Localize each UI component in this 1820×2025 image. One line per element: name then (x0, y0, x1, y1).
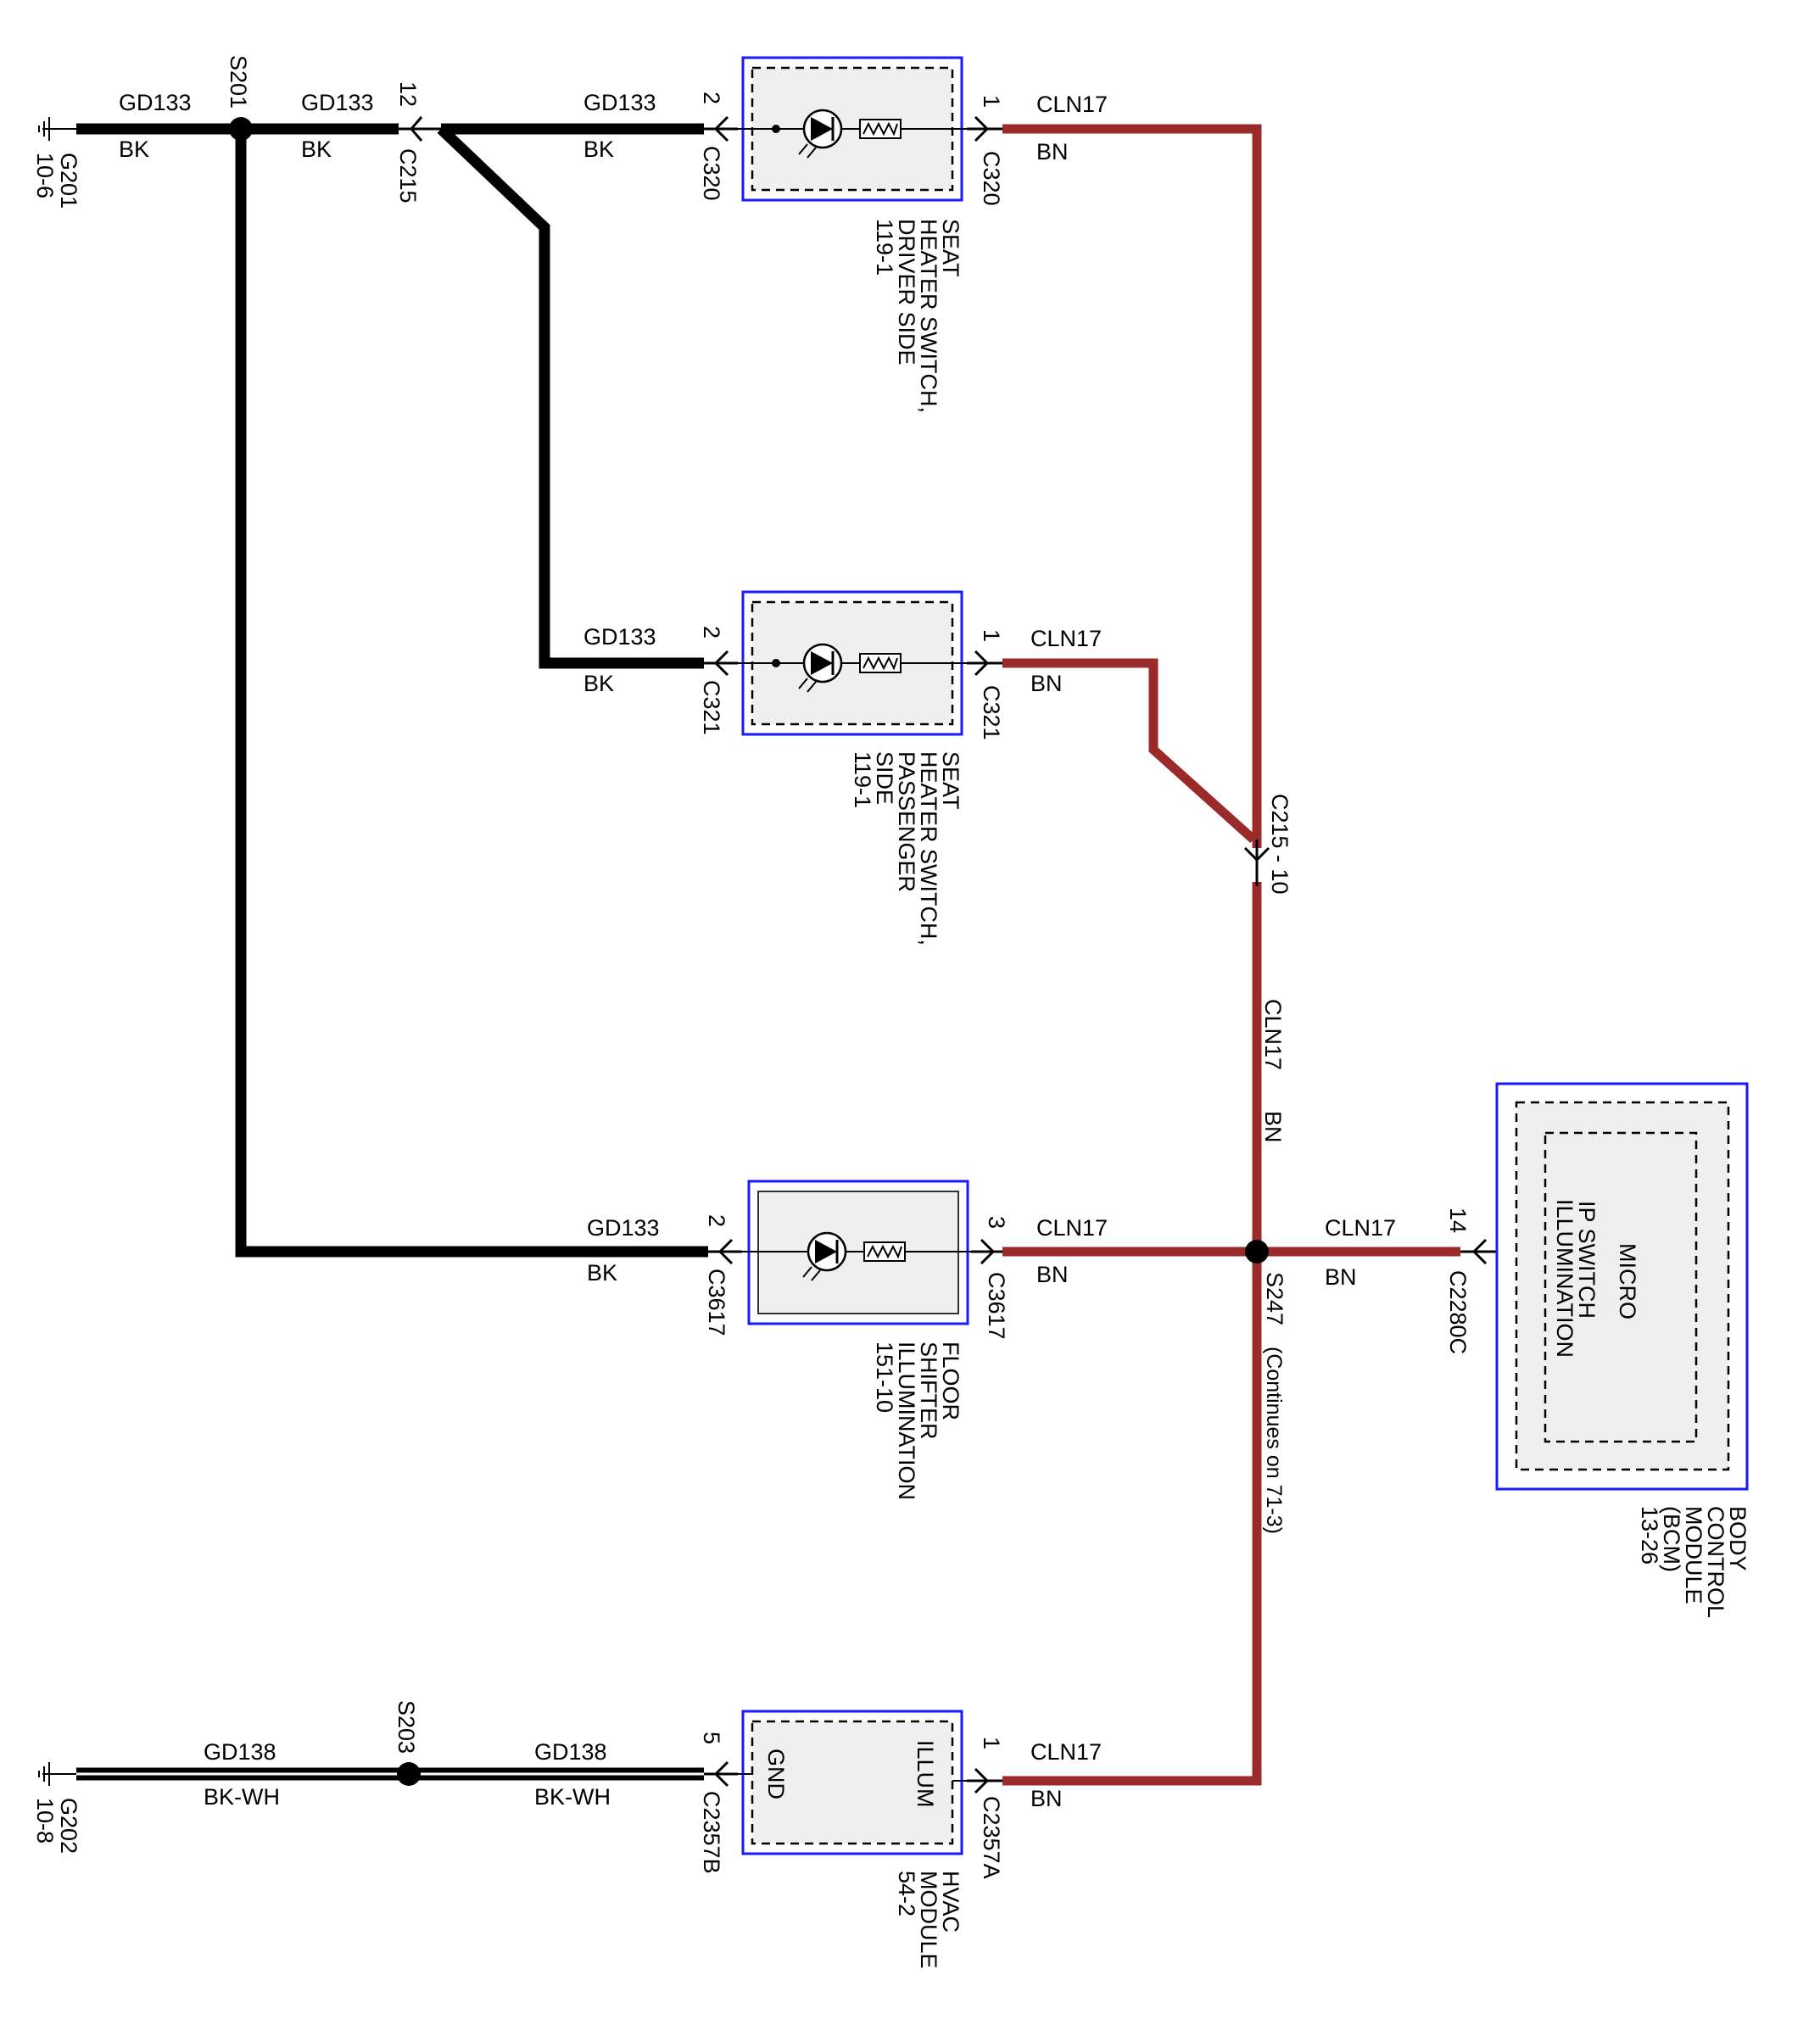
splice-label-s203: S203 (394, 1700, 419, 1754)
wire-label-bk-wh: BK-WH (534, 1784, 611, 1810)
connector-c3617-symbols (708, 1238, 1002, 1265)
ground-page-g201: 10-6 (32, 153, 58, 198)
connector-pin-c3617-2: 2 (704, 1214, 729, 1227)
splice-s247-dot (1245, 1240, 1269, 1264)
hvac-pin-gnd: GND (763, 1749, 789, 1799)
connector-c321-symbols (704, 650, 1002, 677)
connector-label-c320-b: C320 (979, 151, 1004, 206)
wire-label-bk: BK (301, 137, 332, 162)
driver-label-ref: 119-1 (872, 219, 897, 276)
body-control-module (1495, 1082, 1749, 1491)
wire-label-bk: BK (587, 1260, 617, 1286)
connector-label-c215-10: C215 - 10 (1267, 794, 1292, 895)
connector-label-c2357b: C2357B (699, 1791, 724, 1874)
bcm-inner-line2: IP SWITCH (1574, 1201, 1599, 1319)
hvac-label-line2: MODULE (916, 1871, 941, 1969)
hvac-label-ref: 54-2 (894, 1871, 919, 1916)
connector-c215-10-symbol (1243, 840, 1270, 886)
floor-label-line1: FLOOR (938, 1342, 963, 1420)
wire-label-cln17-vertical: CLN17 (1260, 999, 1286, 1070)
bcm-label-ref: 13-26 (1637, 1506, 1662, 1565)
wire-label-bk-wh: BK-WH (204, 1784, 280, 1810)
wire-label-cln17: CLN17 (1036, 92, 1108, 117)
connector-label-c215: C215 (395, 148, 421, 204)
bcm-label-line4: (BCM) (1659, 1506, 1684, 1572)
wire-label-cln17: CLN17 (1030, 1739, 1102, 1765)
wire-label-bn: BN (1036, 1262, 1069, 1287)
driver-label-line2: HEATER SWITCH, (916, 219, 941, 413)
wire-label-bn: BN (1036, 139, 1069, 165)
wire-label-bn: BN (1325, 1264, 1357, 1290)
connector-c320-symbols (704, 115, 1002, 142)
wire-label-gd133: GD133 (119, 90, 192, 115)
passenger-label-line4: SIDE (872, 751, 897, 805)
connector-c2357-symbols (704, 1760, 1002, 1794)
splice-s203-dot (397, 1762, 421, 1786)
driver-seat-heater-switch (738, 56, 967, 202)
connector-pin-c321-1: 1 (979, 629, 1004, 642)
wire-label-bk: BK (583, 671, 614, 696)
passenger-label-ref: 119-1 (850, 751, 875, 808)
connector-label-c2280c: C2280C (1445, 1270, 1471, 1354)
wire-label-cln17: CLN17 (1030, 626, 1102, 651)
wire-label-gd138: GD138 (204, 1739, 276, 1765)
connector-pin-c2357a: 1 (979, 1737, 1004, 1749)
wire-label-gd133: GD133 (587, 1215, 660, 1241)
driver-label-line1: SEAT (938, 219, 963, 277)
wire-label-bn-vertical: BN (1260, 1111, 1286, 1143)
bcm-inner-line1: MICRO (1615, 1243, 1640, 1319)
connector-label-c3617-a: C3617 (704, 1269, 729, 1336)
connector-label-c320-a: C320 (699, 146, 724, 201)
splice-s201-dot (229, 117, 253, 141)
ground-page-g202: 10-8 (32, 1798, 58, 1844)
bcm-label-line2: CONTROL (1703, 1506, 1728, 1618)
connector-pin-c321-2: 2 (699, 626, 724, 639)
hvac-label-line1: HVAC (938, 1871, 963, 1933)
passenger-seat-heater-switch (738, 590, 967, 736)
connector-pin-c2280c: 14 (1445, 1208, 1471, 1233)
ground-symbol-g201 (38, 117, 76, 141)
connector-label-c321-b: C321 (979, 685, 1004, 740)
illumination-wires (1002, 124, 1460, 1786)
connector-pin-c320-1: 1 (979, 95, 1004, 108)
splice-label-s201: S201 (226, 55, 251, 109)
connector-pin-c2357b: 5 (699, 1732, 724, 1744)
connector-c215-symbol (399, 116, 441, 142)
passenger-label-line1: SEAT (938, 751, 963, 810)
wire-label-bn: BN (1030, 671, 1063, 696)
wire-label-cln17: CLN17 (1325, 1215, 1396, 1241)
floor-label-line2: SHIFTER (916, 1342, 941, 1440)
ground-label-g201: G201 (56, 153, 81, 209)
splice-note-s247: (Continues on 71-3) (1262, 1347, 1286, 1534)
ground-label-g202: G202 (56, 1798, 81, 1854)
hvac-pin-illum: ILLUM (913, 1740, 938, 1808)
hvac-module (738, 1710, 967, 1855)
bcm-label-line1: BODY (1725, 1506, 1750, 1571)
floor-label-ref: 151-10 (872, 1342, 897, 1413)
connector-label-c3617-b: C3617 (984, 1272, 1009, 1340)
ground-symbol-g202 (38, 1762, 76, 1786)
floor-shifter-illumination (742, 1180, 971, 1325)
wire-label-bn: BN (1030, 1786, 1063, 1811)
connector-pin-c320-2: 2 (699, 92, 724, 104)
floor-label-line3: ILLUMINATION (894, 1342, 919, 1500)
wire-label-gd138: GD138 (534, 1739, 607, 1765)
connector-pin-c215: 12 (395, 81, 421, 107)
wire-label-gd133: GD133 (583, 624, 656, 650)
bcm-label-line3: MODULE (1681, 1506, 1706, 1604)
bcm-inner-line3: ILLUMINATION (1552, 1199, 1577, 1358)
connector-pin-c3617-3: 3 (984, 1216, 1009, 1229)
driver-label-line3: DRIVER SIDE (894, 219, 919, 365)
wire-label-gd133: GD133 (583, 90, 656, 115)
passenger-label-line3: PASSENGER (894, 751, 919, 892)
passenger-label-line2: HEATER SWITCH, (916, 751, 941, 946)
wire-label-bk: BK (583, 137, 614, 162)
connector-label-c2357a: C2357A (979, 1796, 1004, 1879)
wire-label-cln17: CLN17 (1036, 1215, 1108, 1241)
splice-label-s247: S247 (1262, 1272, 1287, 1325)
connector-label-c321-a: C321 (699, 680, 724, 735)
wire-label-bk: BK (119, 137, 149, 162)
wire-label-gd133: GD133 (301, 90, 374, 115)
